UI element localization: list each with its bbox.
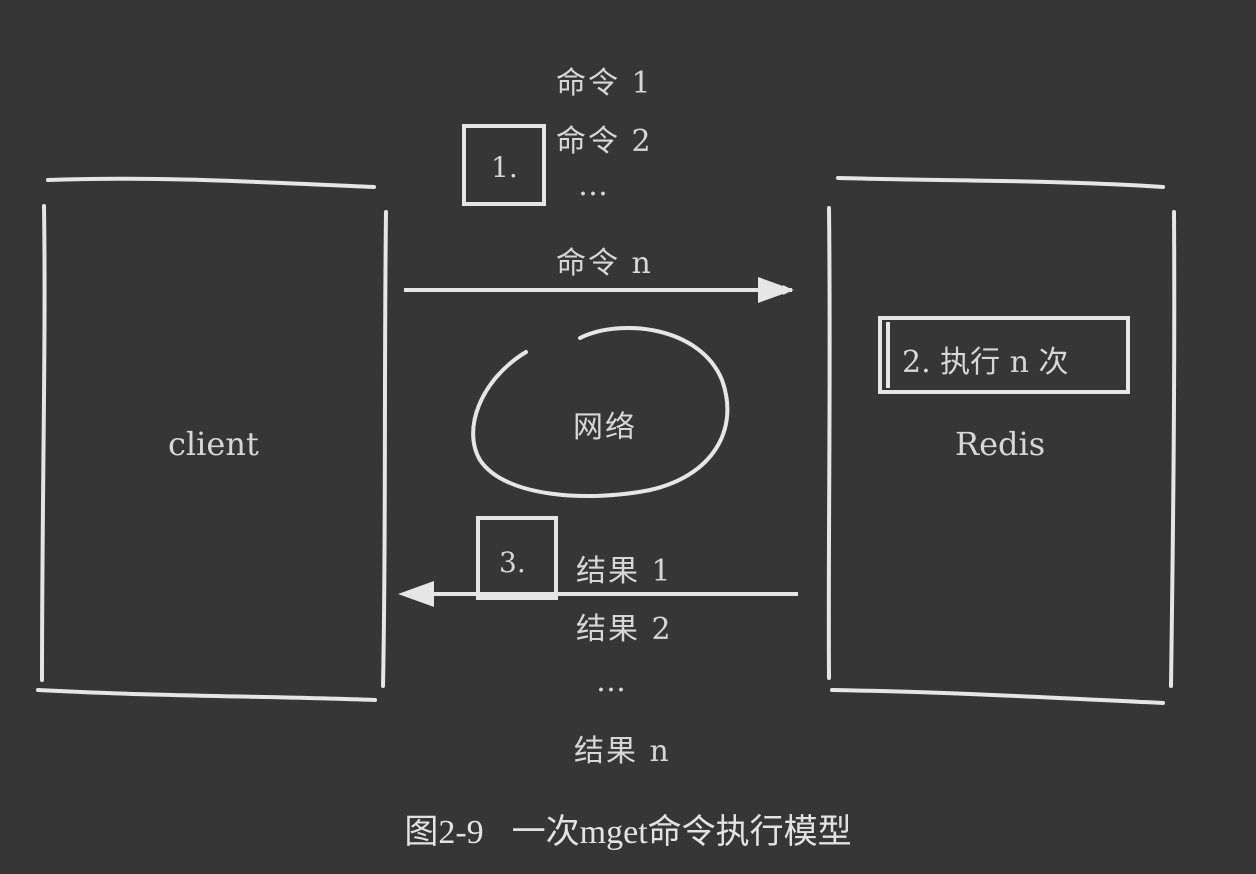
- result-2-label: 结果 2: [576, 612, 673, 647]
- figure-caption: 图2-9 一次mget命令执行模型: [0, 804, 1256, 853]
- result-1-label: 结果 1: [576, 554, 673, 589]
- response-arrowhead: [398, 581, 434, 607]
- redis-box: [826, 176, 1177, 705]
- step1-box: [462, 124, 546, 206]
- step1-label: 1.: [491, 151, 518, 184]
- step3-label: 3.: [499, 546, 526, 579]
- result-n-label: 结果 n: [574, 734, 671, 769]
- result-ellipsis: …: [596, 664, 628, 699]
- command-1-label: 命令 1: [556, 66, 653, 101]
- client-box: [36, 176, 388, 702]
- network-cloud: [471, 326, 730, 498]
- step2-label: 2. 执行 n 次: [902, 345, 1069, 380]
- network-label: 网络: [573, 410, 637, 445]
- command-n-label: 命令 n: [556, 246, 653, 281]
- step3-box: [476, 516, 558, 600]
- redis-label: Redis: [955, 425, 1046, 463]
- client-label: client: [168, 425, 259, 463]
- step2-box: [878, 316, 1130, 394]
- caption-title: 一次mget命令执行模型: [511, 814, 852, 851]
- caption-number: 图2-9: [404, 814, 484, 851]
- command-ellipsis: …: [578, 168, 610, 203]
- request-arrowhead: [758, 277, 794, 303]
- command-2-label: 命令 2: [556, 124, 653, 159]
